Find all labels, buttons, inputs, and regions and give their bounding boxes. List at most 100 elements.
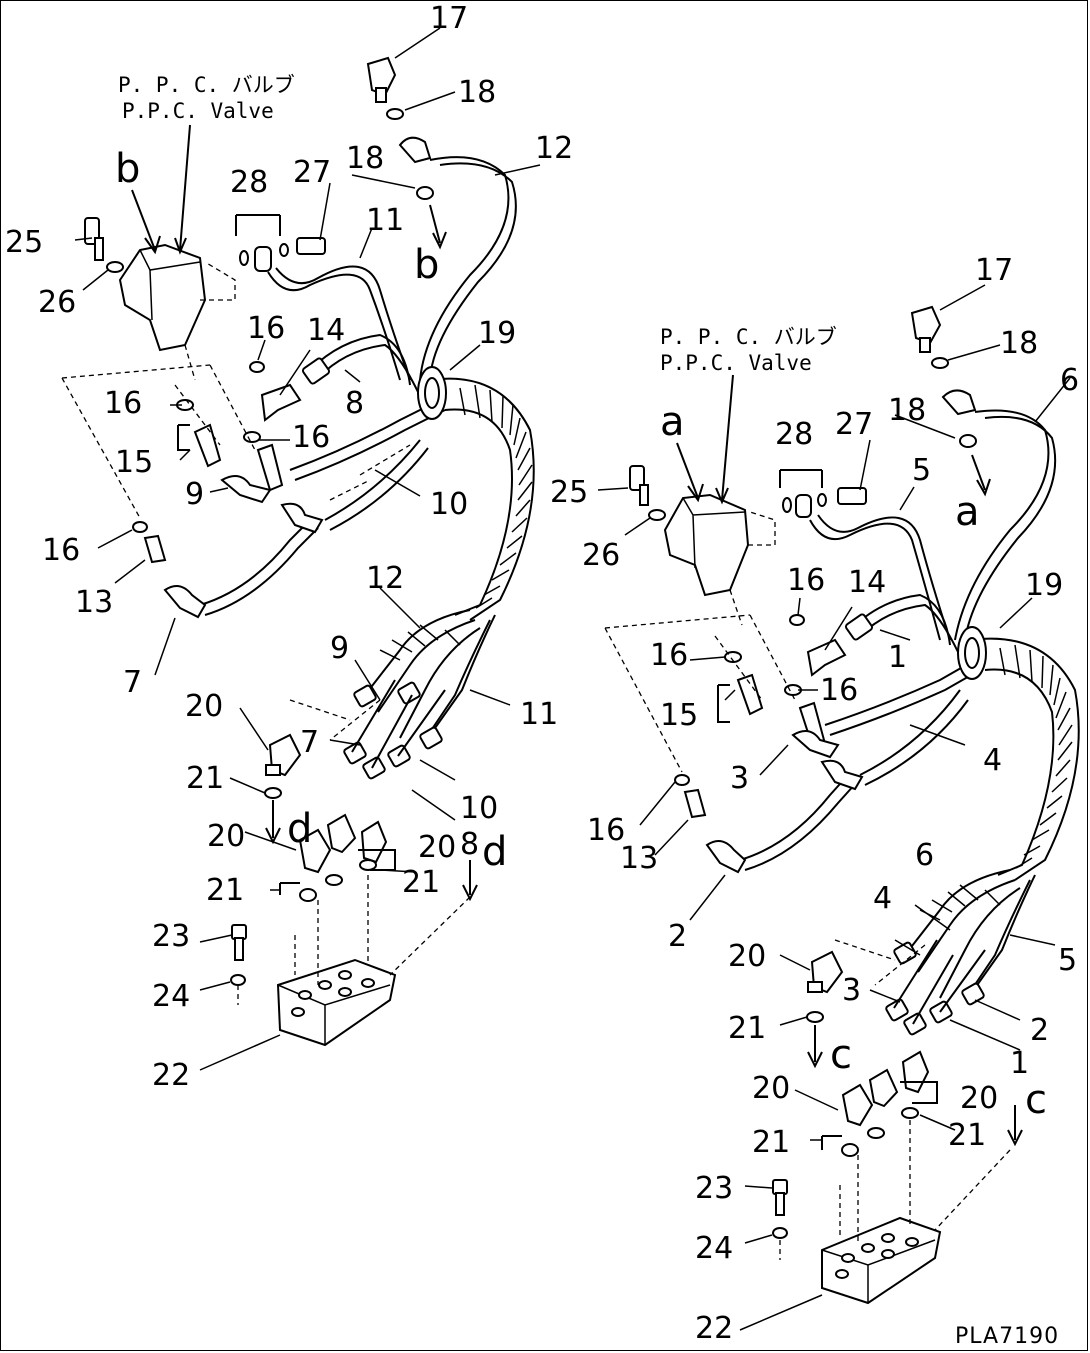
callout-7: 7 [123,665,142,700]
right-ppc-valve [663,493,776,626]
callout-1: 1 [888,640,907,675]
callout-16: 16 [820,673,858,708]
callout-21: 21 [206,873,244,908]
right-bolt-25 [629,465,666,521]
callout-28: 28 [230,165,268,200]
right-c-arrow-2 [1007,1105,1023,1147]
callout-21: 21 [752,1125,790,1160]
callout-22: 22 [152,1058,190,1093]
right-elbows-20 [806,950,938,1157]
callout-9: 9 [330,631,349,666]
callout-18: 18 [1000,326,1038,361]
view-letter-a: a [660,399,685,445]
callout-20: 20 [728,939,766,974]
callout-16: 16 [787,563,825,598]
left-block-22 [237,699,471,1047]
callout-11: 11 [520,697,558,732]
right-fitting-28-27 [779,469,867,518]
callout-6: 6 [1060,363,1079,398]
view-letter-c: c [1025,1077,1047,1123]
view-arrow-b-small [429,204,447,250]
left-d-arrow-2 [462,860,478,902]
right-caption-en: P.P.C. Valve [660,351,812,375]
view-letters: b b d d a a c c [115,146,1047,1123]
callout-24: 24 [152,979,190,1014]
callout-6: 6 [915,838,934,873]
view-letter-c: c [830,1032,852,1078]
callout-12: 12 [535,131,573,166]
callout-3: 3 [842,973,861,1008]
view-letter-a: a [955,489,980,535]
view-letter-b: b [115,146,140,192]
callout-9: 9 [185,477,204,512]
right-c-arrow-1 [807,1025,823,1069]
callout-20: 20 [185,689,223,724]
callout-8: 8 [345,386,364,421]
right-leaders [597,284,1071,1331]
callout-21: 21 [402,865,440,900]
view-letter-b: b [414,242,439,288]
view-arrow-a [676,442,704,503]
right-callouts: 17 18 6 18 28 27 5 25 26 16 14 19 1 16 1… [550,253,1079,1346]
callout-26: 26 [38,285,76,320]
callout-14: 14 [848,565,886,600]
callout-21: 21 [186,761,224,796]
right-caption-jp: P. P. C. バルブ [660,325,837,349]
callout-16: 16 [247,311,285,346]
right-lower-bundle [885,869,1036,1036]
right-elbow-17 [910,305,977,448]
callout-15: 15 [115,445,153,480]
view-arrow-b [131,189,161,255]
caption-leader-right [715,374,734,505]
callout-17: 17 [430,1,468,36]
left-elbows-20 [264,733,396,902]
right-fittings [674,613,873,874]
left-bolt-25 [84,217,124,273]
left-leaders [74,27,541,1071]
left-caption-jp: P. P. C. バルブ [118,73,295,97]
callout-10: 10 [460,791,498,826]
callout-23: 23 [152,919,190,954]
callout-5: 5 [1058,943,1077,978]
callout-18: 18 [888,393,926,428]
callout-4: 4 [873,881,892,916]
right-assembly [597,284,1080,1331]
callout-18: 18 [458,75,496,110]
callout-22: 22 [695,1311,733,1346]
left-hoses [199,156,517,616]
callout-24: 24 [695,1231,733,1266]
left-assembly [61,27,541,1071]
callout-19: 19 [1025,568,1063,603]
callout-1: 1 [1010,1046,1029,1081]
drawing-code: PLA7190 [955,1324,1059,1349]
callout-10: 10 [430,487,468,522]
callout-20: 20 [960,1081,998,1116]
callout-2: 2 [668,919,687,954]
right-block-22 [779,939,1011,1305]
callout-4: 4 [983,743,1002,778]
callout-25: 25 [550,475,588,510]
callout-23: 23 [695,1171,733,1206]
callout-27: 27 [835,407,873,442]
callout-13: 13 [620,841,658,876]
callout-25: 25 [5,225,43,260]
callout-21: 21 [948,1118,986,1153]
left-bolt-23 [230,924,247,986]
callout-20: 20 [752,1071,790,1106]
callout-21: 21 [728,1011,766,1046]
callout-5: 5 [912,453,931,488]
callout-16: 16 [104,386,142,421]
left-coil-protector-19 [417,366,535,621]
left-fittings [132,357,330,619]
callout-20: 20 [418,830,456,865]
callout-18: 18 [346,141,384,176]
right-guide-lines [604,614,796,773]
callout-15: 15 [660,698,698,733]
callout-12: 12 [366,561,404,596]
right-bolt-23 [772,1179,788,1239]
left-caption-en: P.P.C. Valve [122,99,274,123]
callout-20: 20 [207,819,245,854]
left-fitting-28-27 [235,214,326,272]
callout-19: 19 [478,316,516,351]
left-guide-lines [61,364,256,519]
